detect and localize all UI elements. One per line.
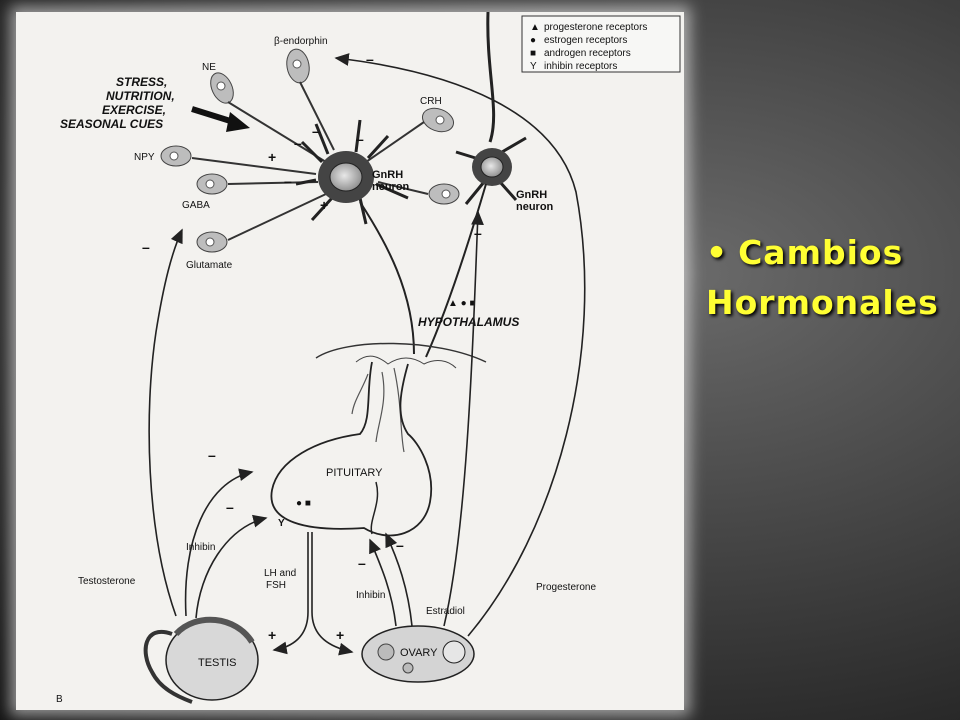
environmental-cues: STRESS, NUTRITION, EXERCISE, SEASONAL CU… (60, 75, 250, 132)
sign-glutamate: + (320, 197, 328, 213)
label-glutamate: Glutamate (186, 260, 233, 271)
label-beta-endorphin: β-endorphin (274, 36, 328, 47)
legend-label-inhibin: inhibin receptors (544, 61, 617, 72)
legend-symbol-estrogen: ● (530, 35, 536, 46)
sign-gaba: – (284, 173, 292, 189)
cue-seasonal: SEASONAL CUES (60, 117, 163, 131)
sign-ne: – (294, 135, 302, 151)
sign-inhibin-r-to-pit: – (358, 555, 366, 571)
cue-exercise: EXERCISE, (102, 103, 166, 117)
legend-label-androgen: androgen receptors (544, 48, 631, 59)
lh-arrow-testis (272, 532, 309, 655)
label-ne: NE (202, 62, 216, 73)
progesterone-to-brain (334, 53, 586, 637)
sign-top-right: – (366, 51, 374, 67)
label-crh: CRH (420, 96, 442, 107)
inhibin-r-to-pituitary (369, 538, 397, 627)
lh-fsh-output: LH and FSH + + (264, 532, 354, 656)
label-progesterone: Progesterone (536, 582, 596, 593)
gnrh2-label-2: neuron (516, 201, 554, 213)
pituitary-inhibin-receptor: Y (278, 518, 285, 529)
pituitary-receptors: ● ■ (296, 498, 311, 509)
corpus-luteum (442, 640, 466, 664)
legend-symbol-progesterone: ▲ (530, 22, 540, 33)
gnrh-label-2: neuron (372, 181, 410, 193)
gnrh-neuron-2: GnRH neuron (425, 12, 554, 358)
label-testosterone: Testosterone (78, 576, 136, 587)
pituitary-outline (270, 361, 433, 537)
pituitary-gland: PITUITARY ● ■ Y (270, 342, 487, 537)
sign-lh-to-ovary: + (336, 627, 344, 643)
ovary-body (361, 625, 475, 683)
hypothalamus-label: HYPOTHALAMUS (418, 315, 519, 329)
epididymis (143, 630, 193, 704)
slide-bullet: •Cambios Hormonales (706, 228, 946, 328)
gnrh-label-1: GnRH (372, 169, 403, 181)
panel-letter: B (56, 694, 63, 705)
sign-endorphin: – (312, 123, 320, 139)
legend-symbol-inhibin: Y (530, 61, 537, 72)
inhibin-to-pituitary (195, 514, 268, 619)
cue-stress: STRESS, (116, 75, 167, 89)
portal-vessels (351, 367, 405, 453)
legend-symbol-androgen: ■ (530, 48, 536, 59)
pituitary-label: PITUITARY (326, 467, 383, 479)
sign-testis-to-pit: – (208, 447, 216, 463)
hpg-axis-diagram: ▲ progesterone receptors ● estrogen rece… (56, 12, 681, 705)
sign-npy: + (268, 149, 276, 165)
testis-label: TESTIS (198, 657, 237, 669)
bullet-dot-icon: • (706, 233, 729, 272)
figure-panel: ▲ progesterone receptors ● estrogen rece… (16, 12, 684, 710)
lh-fsh-label-1: LH and (264, 568, 296, 579)
label-inhibin-right: Inhibin (356, 590, 385, 601)
sign-testosterone-brain: – (142, 239, 150, 255)
label-npy: NPY (134, 152, 155, 163)
legend-label-estrogen: estrogen receptors (544, 35, 627, 46)
testis: TESTIS (143, 616, 259, 704)
cue-nutrition: NUTRITION, (106, 89, 175, 103)
median-eminence (315, 342, 487, 363)
input-neurons: β-endorphin NE CRH NPY GABA Glutamate (134, 36, 460, 271)
gnrh-axon (359, 201, 415, 355)
sign-ovary-to-neuron: – (474, 225, 482, 241)
label-inhibin-left: Inhibin (186, 542, 215, 553)
label-gaba: GABA (182, 200, 210, 211)
lh-fsh-label-2: FSH (266, 580, 286, 591)
testosterone-to-brain (148, 228, 183, 617)
gnrh-neuron: GnRH neuron (295, 119, 415, 355)
sign-crh: – (356, 131, 364, 147)
hypothalamus-receptors: ▲ ● ■ (448, 298, 476, 309)
gnrh2-label-1: GnRH (516, 189, 547, 201)
legend: ▲ progesterone receptors ● estrogen rece… (521, 15, 681, 73)
ovary: OVARY (361, 625, 475, 683)
cue-arrow-head (226, 112, 250, 132)
legend-label-progesterone: progesterone receptors (544, 22, 647, 33)
feedback-loops (148, 53, 586, 637)
sign-inhibin-to-pit: – (226, 499, 234, 515)
estradiol-to-pituitary (385, 532, 413, 627)
testosterone-to-pituitary (184, 468, 254, 617)
sign-lh-to-testis: + (268, 627, 276, 643)
ovary-to-neuron (443, 210, 484, 627)
gnrh-nucleus (329, 162, 363, 192)
bullet-label: Cambios Hormonales (706, 233, 939, 322)
label-estradiol: Estradiol (426, 606, 465, 617)
sign-estradiol-to-pit: – (396, 537, 404, 553)
ovary-label: OVARY (400, 647, 438, 659)
lh-arrow-ovary (311, 532, 354, 656)
